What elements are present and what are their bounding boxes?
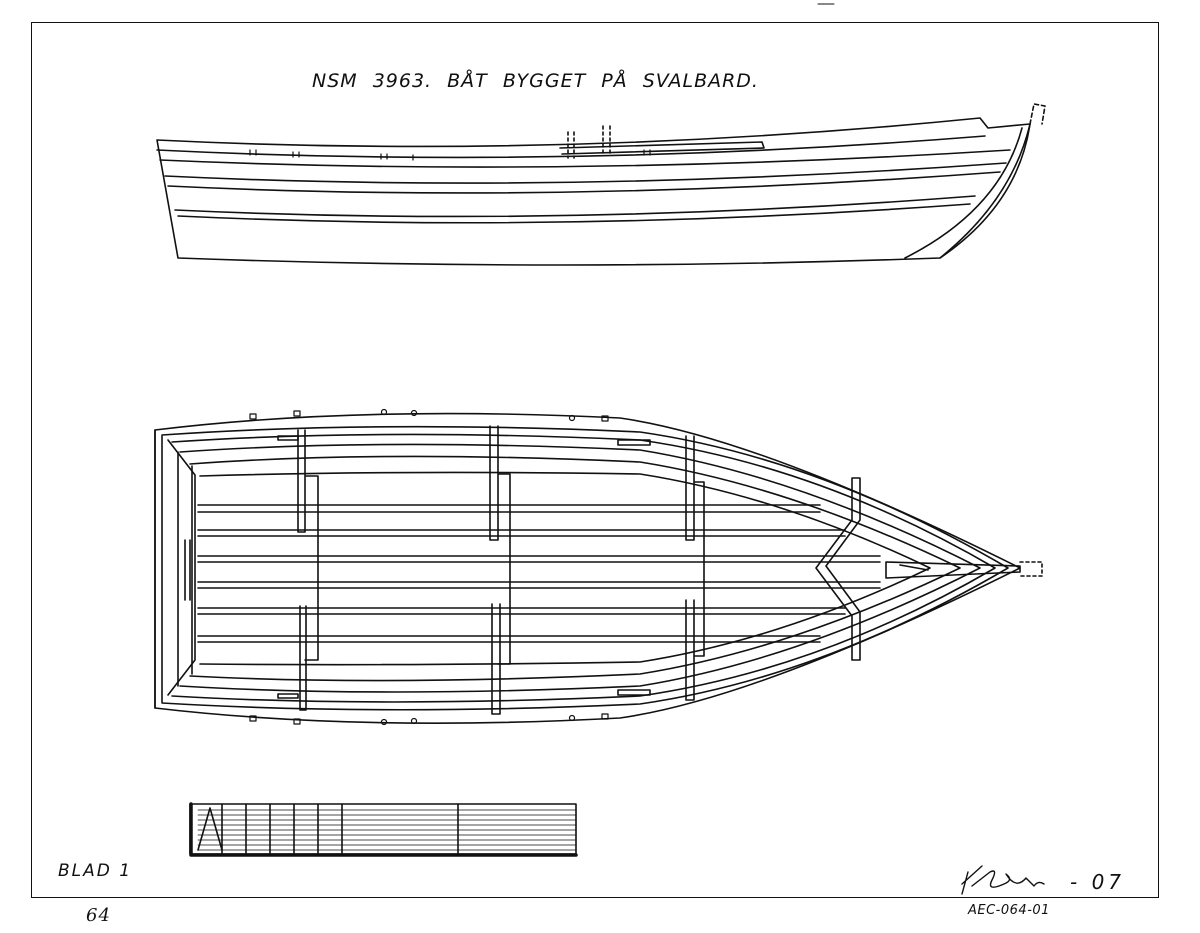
scale-bar-divisions — [222, 804, 458, 855]
strake-line — [160, 150, 1010, 167]
scale-bar-frame — [190, 804, 576, 854]
top-plan-view — [155, 410, 1042, 725]
rubbing-strip — [560, 142, 764, 154]
strake-line — [168, 172, 1000, 193]
strake-line — [178, 204, 970, 223]
inwale-line — [172, 434, 995, 702]
bottom-board — [198, 556, 880, 562]
scale-bar-diagonal — [198, 808, 222, 850]
gunwale-line — [162, 427, 1008, 710]
side-profile-view — [157, 104, 1045, 265]
transom-bracket — [185, 540, 190, 600]
rivet-marks — [250, 150, 650, 160]
signature-year: - 07 — [1070, 870, 1126, 894]
stem-plan — [886, 562, 1020, 578]
bottom-board — [198, 608, 845, 614]
hull-profile-outline — [157, 118, 1030, 265]
scale-bar — [190, 804, 576, 855]
sheer-strake — [157, 136, 985, 157]
thwart-fore — [686, 436, 704, 700]
scale-bar-shadow — [191, 804, 576, 855]
transom — [155, 430, 192, 708]
strake-line — [165, 163, 1006, 183]
inner-strake — [180, 444, 980, 692]
stem-extension-dashed — [1030, 104, 1045, 124]
scale-bar-hatching — [198, 810, 576, 850]
signature-scribble — [962, 866, 1044, 894]
thole-pin-dashed — [603, 126, 610, 156]
thwart-aft — [298, 430, 318, 710]
bottom-board — [198, 505, 820, 512]
thwart-mid — [490, 426, 510, 714]
drawing-title: NSM 3963. BÅT BYGGET PÅ SVALBARD. — [312, 70, 759, 92]
bottom-board — [198, 530, 845, 536]
sheet-label: BLAD 1 — [58, 861, 133, 881]
stem-post — [905, 124, 1030, 258]
page-number: 64 — [86, 905, 111, 926]
stem-head-dashed — [1020, 562, 1042, 576]
drawing-frame — [31, 22, 1159, 898]
forward-frame — [816, 478, 860, 660]
inner-strake — [190, 456, 960, 680]
reference-code: AEC-064-01 — [968, 903, 1050, 918]
bottom-board — [198, 582, 880, 588]
oarlock-plate — [278, 436, 650, 698]
transom-knee — [168, 440, 195, 695]
inner-strake — [200, 472, 930, 664]
rivet-holes — [250, 410, 608, 725]
thole-pin-dashed — [568, 132, 574, 158]
strake-line — [175, 196, 975, 216]
bottom-board — [198, 636, 820, 642]
